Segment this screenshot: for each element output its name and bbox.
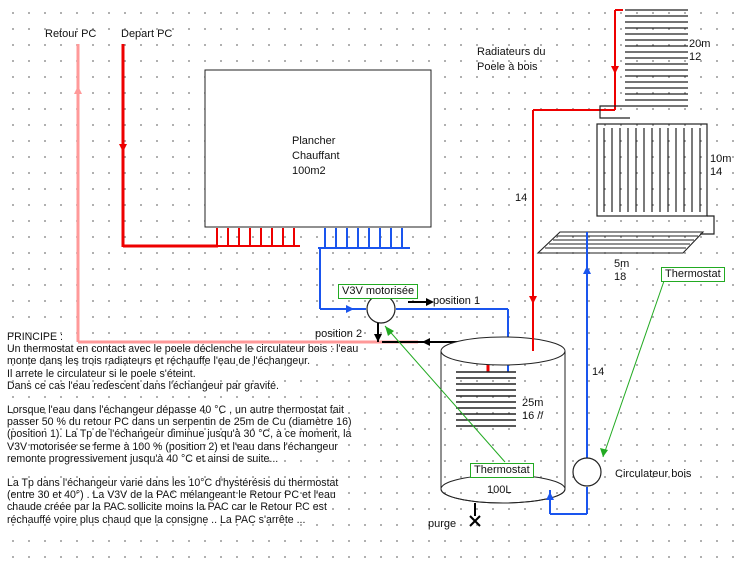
rad1-diameter: 12 bbox=[689, 51, 702, 63]
depart-pc-label: Depart PC bbox=[121, 28, 173, 40]
tank-coil-serpentin bbox=[456, 371, 516, 427]
radiator-10m bbox=[596, 123, 708, 217]
radiator-link-1 bbox=[599, 105, 630, 119]
radiateurs-label: Radiateurs du Poele à bois bbox=[477, 46, 546, 73]
principe-paragraph-3: La Tp dans l'échangeur varie dans les 10… bbox=[7, 477, 339, 526]
coil-diameter: 16 // bbox=[522, 410, 544, 422]
plancher-chauffant-box bbox=[204, 69, 432, 228]
radiator-5m bbox=[536, 231, 705, 254]
v3v-label: V3V motorisée bbox=[338, 284, 419, 299]
rad2-length: 10m bbox=[710, 153, 732, 165]
radiator-20m bbox=[625, 9, 688, 107]
purge-valve-icon[interactable] bbox=[469, 503, 481, 527]
rad2-diameter: 14 bbox=[710, 166, 723, 178]
thermostat-tank-label: Thermostat bbox=[470, 463, 534, 478]
principe-paragraph-1: PRINCIPE : Un thermostat en contact avec… bbox=[7, 331, 359, 392]
plancher-label: Plancher Chauffant 100m2 bbox=[292, 135, 340, 177]
plancher-inlet-comb bbox=[215, 228, 300, 247]
circulateur-label: Circulateur bois bbox=[615, 468, 692, 480]
pipe-diameter-14-b: 14 bbox=[592, 366, 605, 378]
rad3-diameter: 18 bbox=[614, 271, 627, 283]
v3v-valve-icon[interactable] bbox=[366, 294, 396, 324]
radiator-cold-up-pipe bbox=[546, 232, 591, 515]
radiator-link-2 bbox=[700, 215, 715, 235]
thermostat-tank-arrowhead bbox=[385, 326, 394, 336]
retour-pc-label: Retour PC bbox=[45, 28, 97, 40]
tank-volume: 100L bbox=[487, 484, 512, 496]
depart-pc-pipe bbox=[119, 44, 218, 248]
pipe-diameter-14-a: 14 bbox=[515, 192, 528, 204]
thermostat-top-label: Thermostat bbox=[661, 267, 725, 282]
rad1-length: 20m bbox=[689, 38, 711, 50]
position-2-label: position 2 bbox=[315, 328, 363, 340]
position-1-label: position 1 bbox=[433, 295, 481, 307]
thermostat-lines bbox=[384, 280, 665, 463]
purge-label: purge bbox=[428, 518, 457, 530]
rad3-length: 5m bbox=[614, 258, 630, 270]
retour-pc-pipe bbox=[74, 44, 418, 344]
plancher-outlet-comb bbox=[318, 228, 410, 249]
radiator-hot-down-pipe bbox=[529, 9, 623, 351]
thermostat-top-arrowhead bbox=[600, 448, 608, 457]
principe-paragraph-2: Lorsque l'eau dans l'échangeur dépasse 4… bbox=[7, 404, 352, 465]
principe-explanation: PRINCIPE : Un thermostat en contact avec… bbox=[7, 331, 427, 538]
circulateur-bois-icon[interactable] bbox=[572, 457, 602, 487]
coil-length: 25m bbox=[522, 397, 544, 409]
